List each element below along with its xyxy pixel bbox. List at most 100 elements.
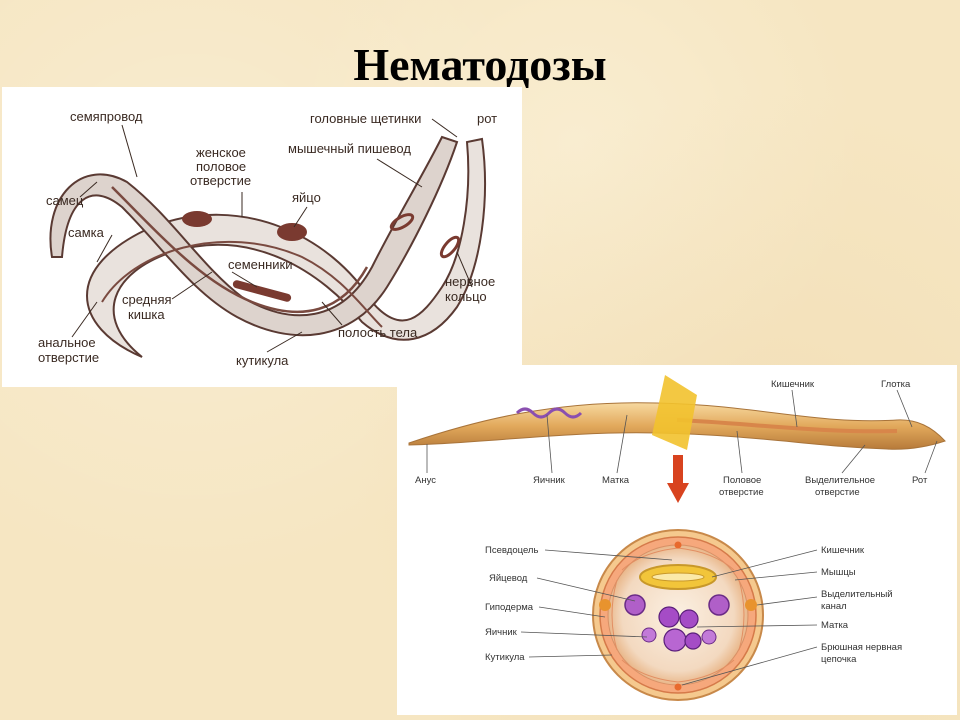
arrow-shaft	[673, 455, 683, 485]
label-kutikula: кутикула	[236, 353, 289, 368]
muscle-band-2	[677, 547, 735, 571]
uterus-egg-3	[663, 628, 687, 652]
label-yaichnik-sec: Яичник	[485, 627, 518, 638]
leader-kishechnik-sec	[711, 549, 818, 578]
leader-glotka	[896, 389, 913, 428]
nematode-anatomy-diagram: семяпровод самец самка анальное отверсти…	[2, 87, 522, 387]
label-matka-sec: Матка	[821, 620, 849, 631]
female-intestine-line	[101, 240, 383, 328]
muscle-band-3	[621, 659, 679, 683]
label-anus: Анус	[415, 475, 436, 486]
leader-pishevod	[376, 158, 423, 188]
muscle-band-5	[611, 579, 618, 651]
label-vydelit-1: Выделительное	[805, 475, 875, 486]
testes-shape	[232, 280, 292, 302]
egg-shape-2	[277, 223, 307, 241]
leader-matka	[616, 414, 628, 474]
label-nervnoe-2: кольцо	[445, 289, 487, 304]
uterus-egg-2	[679, 609, 699, 629]
label-yaitsevod: Яйцевод	[489, 573, 528, 584]
leader-myshtsy	[734, 571, 818, 581]
uterus-egg-4	[684, 632, 702, 650]
intestine-tube	[676, 418, 898, 434]
label-kishechnik-sec: Кишечник	[821, 545, 865, 556]
leader-nervnoe	[456, 251, 473, 288]
ovary-left	[641, 627, 657, 643]
leader-kutikula	[266, 331, 303, 353]
slide-title: Нематодозы	[353, 39, 607, 90]
nematode-cross-section-diagram: Анус Яичник Матка Половое отверстие Выде…	[397, 365, 957, 715]
label-zhenskoe-2: половое	[196, 159, 246, 174]
muscle-band-4	[677, 659, 735, 683]
dorsal-nerve	[674, 541, 682, 549]
leader-kutikula-sec	[528, 654, 613, 658]
label-pishevod: мышечный пишевод	[288, 141, 411, 156]
label-matka-worm: Матка	[602, 475, 630, 486]
label-myshtsy: Мышцы	[821, 567, 856, 578]
label-polovoe-2: отверстие	[719, 487, 764, 498]
label-gipoderma: Гиподерма	[485, 602, 534, 613]
label-golovnye: головные щетинки	[310, 111, 421, 126]
leader-polost	[321, 301, 343, 326]
label-polovoe-1: Половое	[723, 475, 761, 486]
label-zhenskoe-3: отверстие	[190, 173, 251, 188]
ventral-nerve-chain	[674, 683, 682, 691]
leader-yaitso	[293, 206, 308, 228]
label-samets: самец	[46, 193, 84, 208]
ovary-right	[701, 629, 717, 645]
leader-semyaprovod	[121, 124, 138, 178]
label-glotka: Глотка	[881, 379, 911, 390]
section-intestine-lumen	[651, 572, 705, 582]
arrow-head	[667, 483, 689, 503]
leader-yaichnik-sec	[520, 631, 648, 638]
egg-shape-1	[182, 211, 212, 227]
leader-rot	[924, 440, 938, 474]
leader-golovnye	[431, 118, 458, 138]
label-kanal-1: Выделительный	[821, 589, 893, 600]
leader-polovoe	[736, 430, 743, 474]
nematode-anatomy-svg: семяпровод самец самка анальное отверсти…	[38, 109, 497, 368]
nerve-ring-shape	[389, 213, 415, 231]
leader-samka	[96, 234, 113, 263]
label-psevdotsel: Псевдоцель	[485, 545, 538, 556]
leader-psevdotsel	[544, 549, 673, 561]
label-yaitso: яйцо	[292, 190, 321, 205]
male-worm-body	[49, 135, 459, 337]
leader-samets	[79, 181, 98, 198]
label-semenniki: семенники	[228, 257, 292, 272]
excretory-canal-right	[745, 599, 757, 611]
label-nervnoe-1: нервное	[445, 274, 495, 289]
label-kutikula-sec: Кутикула	[485, 652, 525, 663]
leader-srednyaya	[171, 271, 213, 300]
oviduct-left	[624, 594, 646, 616]
section-plane	[652, 375, 697, 450]
oviduct-right	[708, 594, 730, 616]
cross-section-svg: Анус Яичник Матка Половое отверстие Выде…	[408, 375, 946, 701]
uterus-egg-1	[658, 606, 680, 628]
label-analnoe-2: отверстие	[38, 350, 99, 365]
label-bryushnaya-1: Брюшная нервная	[821, 642, 902, 653]
leader-vydelit	[841, 444, 866, 474]
leader-yaichnik	[546, 414, 553, 474]
muscle-band-1	[621, 547, 679, 571]
leader-bryushnaya	[681, 646, 818, 686]
intestine-line	[111, 186, 369, 314]
label-kanal-2: канал	[821, 601, 847, 612]
leader-semenniki	[231, 271, 258, 288]
label-zhenskoe-1: женское	[196, 145, 246, 160]
label-srednyaya-1: средняя	[122, 292, 172, 307]
leader-yaitsevod	[536, 577, 636, 602]
leader-kishechnik	[791, 389, 798, 428]
label-semyaprovod: семяпровод	[70, 109, 143, 124]
label-polost: полость тела	[338, 325, 418, 340]
label-kishechnik-worm: Кишечник	[771, 379, 815, 390]
nerve-ring-shape-2	[439, 235, 461, 259]
leader-matka-sec	[696, 624, 818, 628]
leader-analnoe	[71, 301, 98, 338]
label-samka: самка	[68, 225, 105, 240]
label-yaichnik-worm: Яичник	[533, 475, 566, 486]
label-bryushnaya-2: цепочка	[821, 654, 857, 665]
excretory-canal-left	[599, 599, 611, 611]
label-analnoe-1: анальное	[38, 335, 96, 350]
label-rot: рот	[477, 111, 497, 126]
